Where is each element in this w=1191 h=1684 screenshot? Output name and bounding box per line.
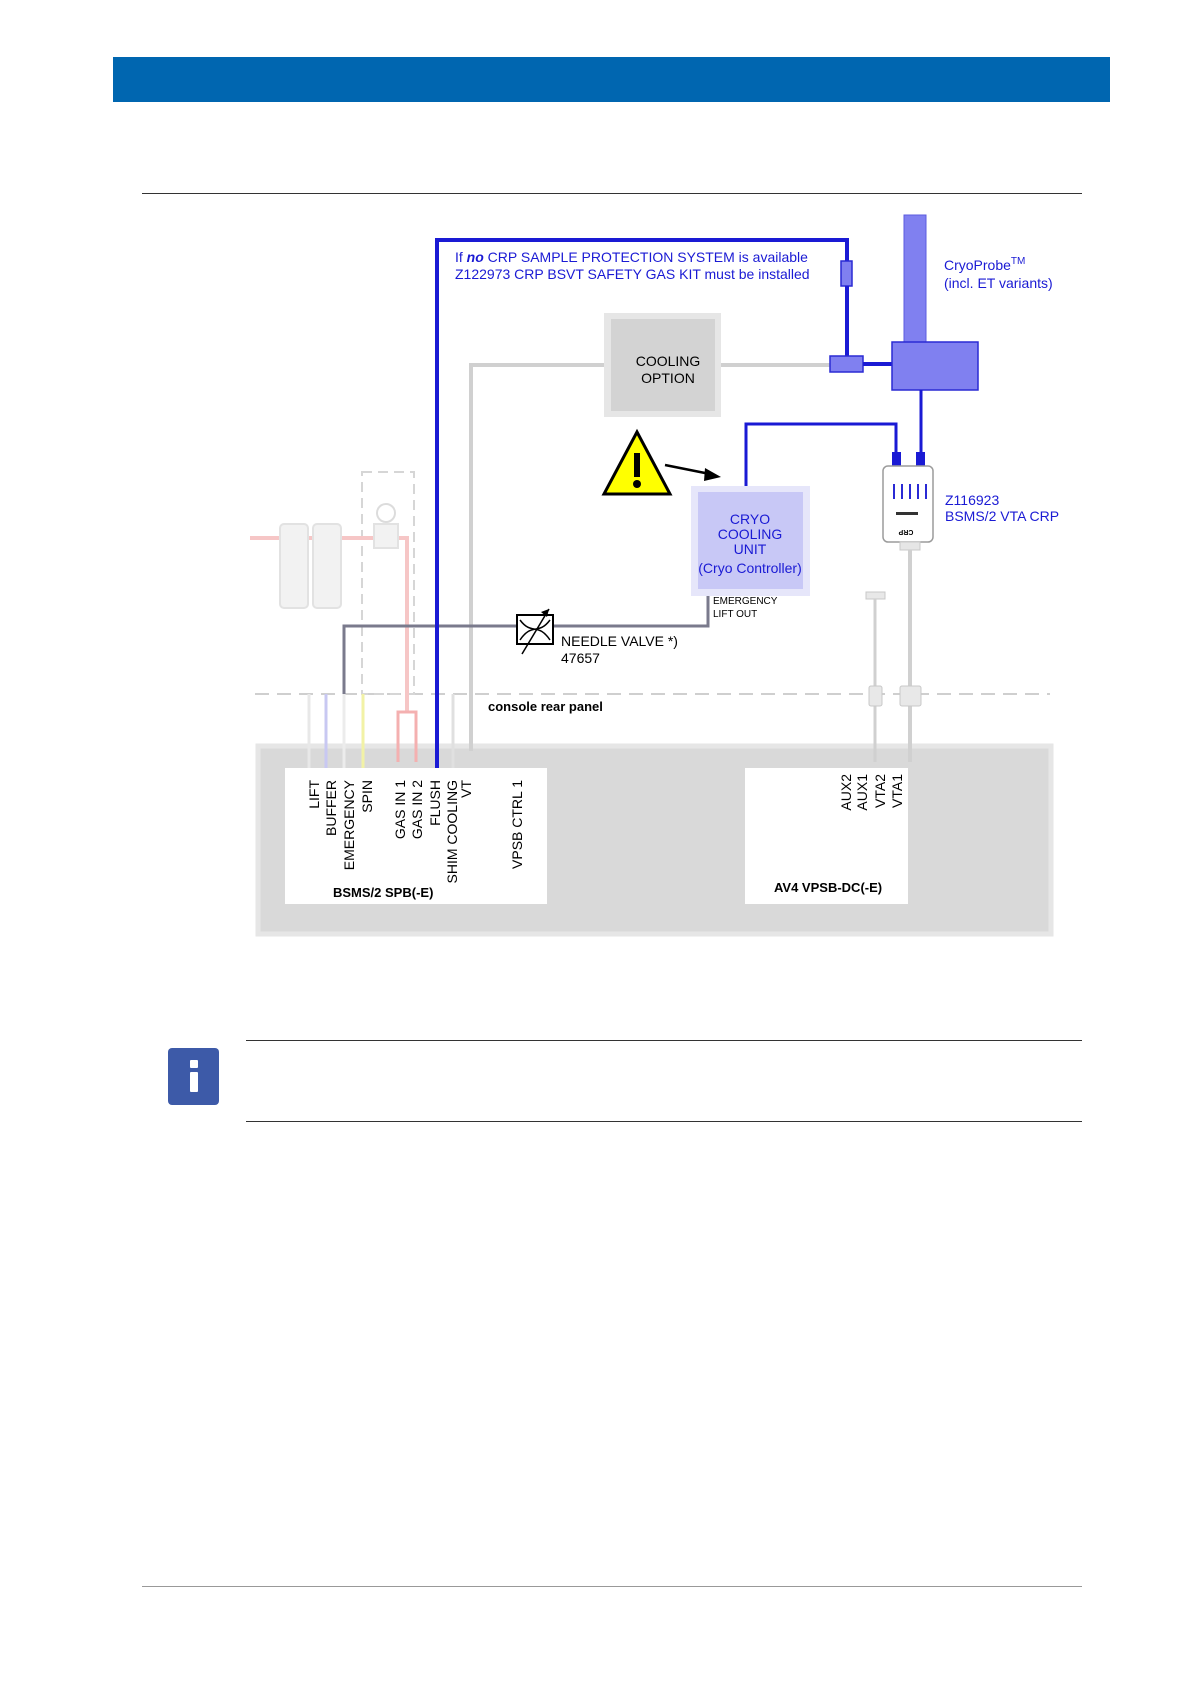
warning-arrow	[664, 463, 711, 476]
vpsb-board	[745, 768, 908, 904]
flush-gas-line	[435, 238, 849, 768]
cryo-unit-line-2: COOLING	[718, 526, 783, 542]
vta-connector	[899, 541, 921, 551]
cooling-option-line	[469, 363, 606, 751]
vta-led-matrix	[893, 484, 927, 499]
console-rear-panel-label: console rear panel	[488, 699, 603, 714]
port-vta1: VTA1	[889, 774, 905, 808]
cryo-unit-line-3: UNIT	[734, 541, 767, 557]
cryo-unit-line-1: CRYO	[730, 511, 770, 527]
cooling-option-line-1: COOLING	[636, 353, 701, 369]
t-connector	[829, 355, 864, 373]
port-spin: SPIN	[359, 780, 375, 813]
spb-name: BSMS/2 SPB(-E)	[333, 885, 433, 900]
info-icon-dot	[190, 1060, 198, 1068]
gas-cylinder-2	[312, 523, 342, 609]
pressure-gauge-icon	[376, 503, 396, 523]
footer-rule	[142, 1586, 1082, 1587]
port-vt: VT	[458, 780, 474, 798]
info-icon-stem	[190, 1072, 198, 1092]
cryoprobe-stem	[903, 214, 927, 344]
emergency-lift-out-2: LIFT OUT	[713, 609, 757, 620]
cryo-unit-box	[698, 492, 803, 589]
info-rule-top	[246, 1040, 1082, 1041]
cryoprobe-variants: (incl. ET variants)	[944, 275, 1053, 291]
vpsb-name: AV4 VPSB-DC(-E)	[774, 880, 882, 895]
cryoprobe-label: CryoProbeTM	[944, 256, 1025, 273]
needle-valve-arrow	[521, 608, 550, 655]
port-buffer: BUFFER	[323, 780, 339, 836]
needle-valve-part: 47657	[561, 650, 600, 666]
warning-icon-dot	[633, 480, 641, 488]
vta-part-number: Z116923	[945, 492, 999, 508]
needle-valve-curve-2	[519, 619, 551, 641]
inline-filter	[840, 260, 853, 287]
port-gas-in-2: GAS IN 2	[409, 780, 425, 839]
port-lift: LIFT	[306, 780, 322, 809]
port-emergency: EMERGENCY	[341, 779, 357, 870]
needle-valve-arrowhead	[541, 609, 549, 617]
port-vta2: VTA2	[872, 774, 888, 808]
cooling-option-line-2: OPTION	[641, 370, 695, 386]
vta-plug	[899, 685, 922, 707]
safety-note-line-1: If no CRP SAMPLE PROTECTION SYSTEM is av…	[455, 249, 808, 265]
vta-device-text: CRP	[898, 528, 913, 535]
vta-plug-1	[892, 452, 901, 466]
cryo-unit-line-4: (Cryo Controller)	[698, 560, 801, 576]
spb-board	[285, 768, 547, 904]
cooling-option-box	[611, 319, 715, 411]
info-icon	[168, 1048, 219, 1105]
gas-in-split	[396, 710, 418, 762]
aux-connector-top	[865, 591, 886, 600]
vta-plug-2	[916, 452, 925, 466]
emergency-lift-out-1: EMERGENCY	[713, 596, 778, 607]
needle-valve-label: NEEDLE VALVE *)	[561, 633, 678, 649]
vta-device-label-bar	[896, 512, 918, 515]
info-rule-bottom	[246, 1121, 1082, 1122]
port-flush: FLUSH	[427, 780, 443, 826]
vta-name: BSMS/2 VTA CRP	[945, 508, 1059, 524]
port-vpsb-ctrl-1: VPSB CTRL 1	[509, 780, 525, 869]
dashed-gas-box	[361, 471, 415, 695]
regulator	[373, 523, 399, 549]
aux-plug	[868, 685, 883, 707]
port-aux2: AUX2	[838, 774, 854, 811]
cryoprobe-body	[891, 341, 979, 391]
port-shim-cooling: SHIM COOLING	[444, 780, 460, 883]
header-bar	[113, 57, 1110, 102]
warning-arrowhead	[704, 468, 721, 481]
warning-icon-bar	[634, 453, 640, 477]
port-gas-in-1: GAS IN 1	[392, 780, 408, 839]
cryo-unit-line	[744, 422, 898, 488]
needle-valve-symbol	[516, 614, 554, 645]
safety-note-line-2: Z122973 CRP BSVT SAFETY GAS KIT must be …	[455, 266, 810, 282]
gas-cylinder-1	[279, 523, 309, 609]
top-rule	[142, 193, 1082, 194]
port-aux1: AUX1	[854, 774, 870, 811]
